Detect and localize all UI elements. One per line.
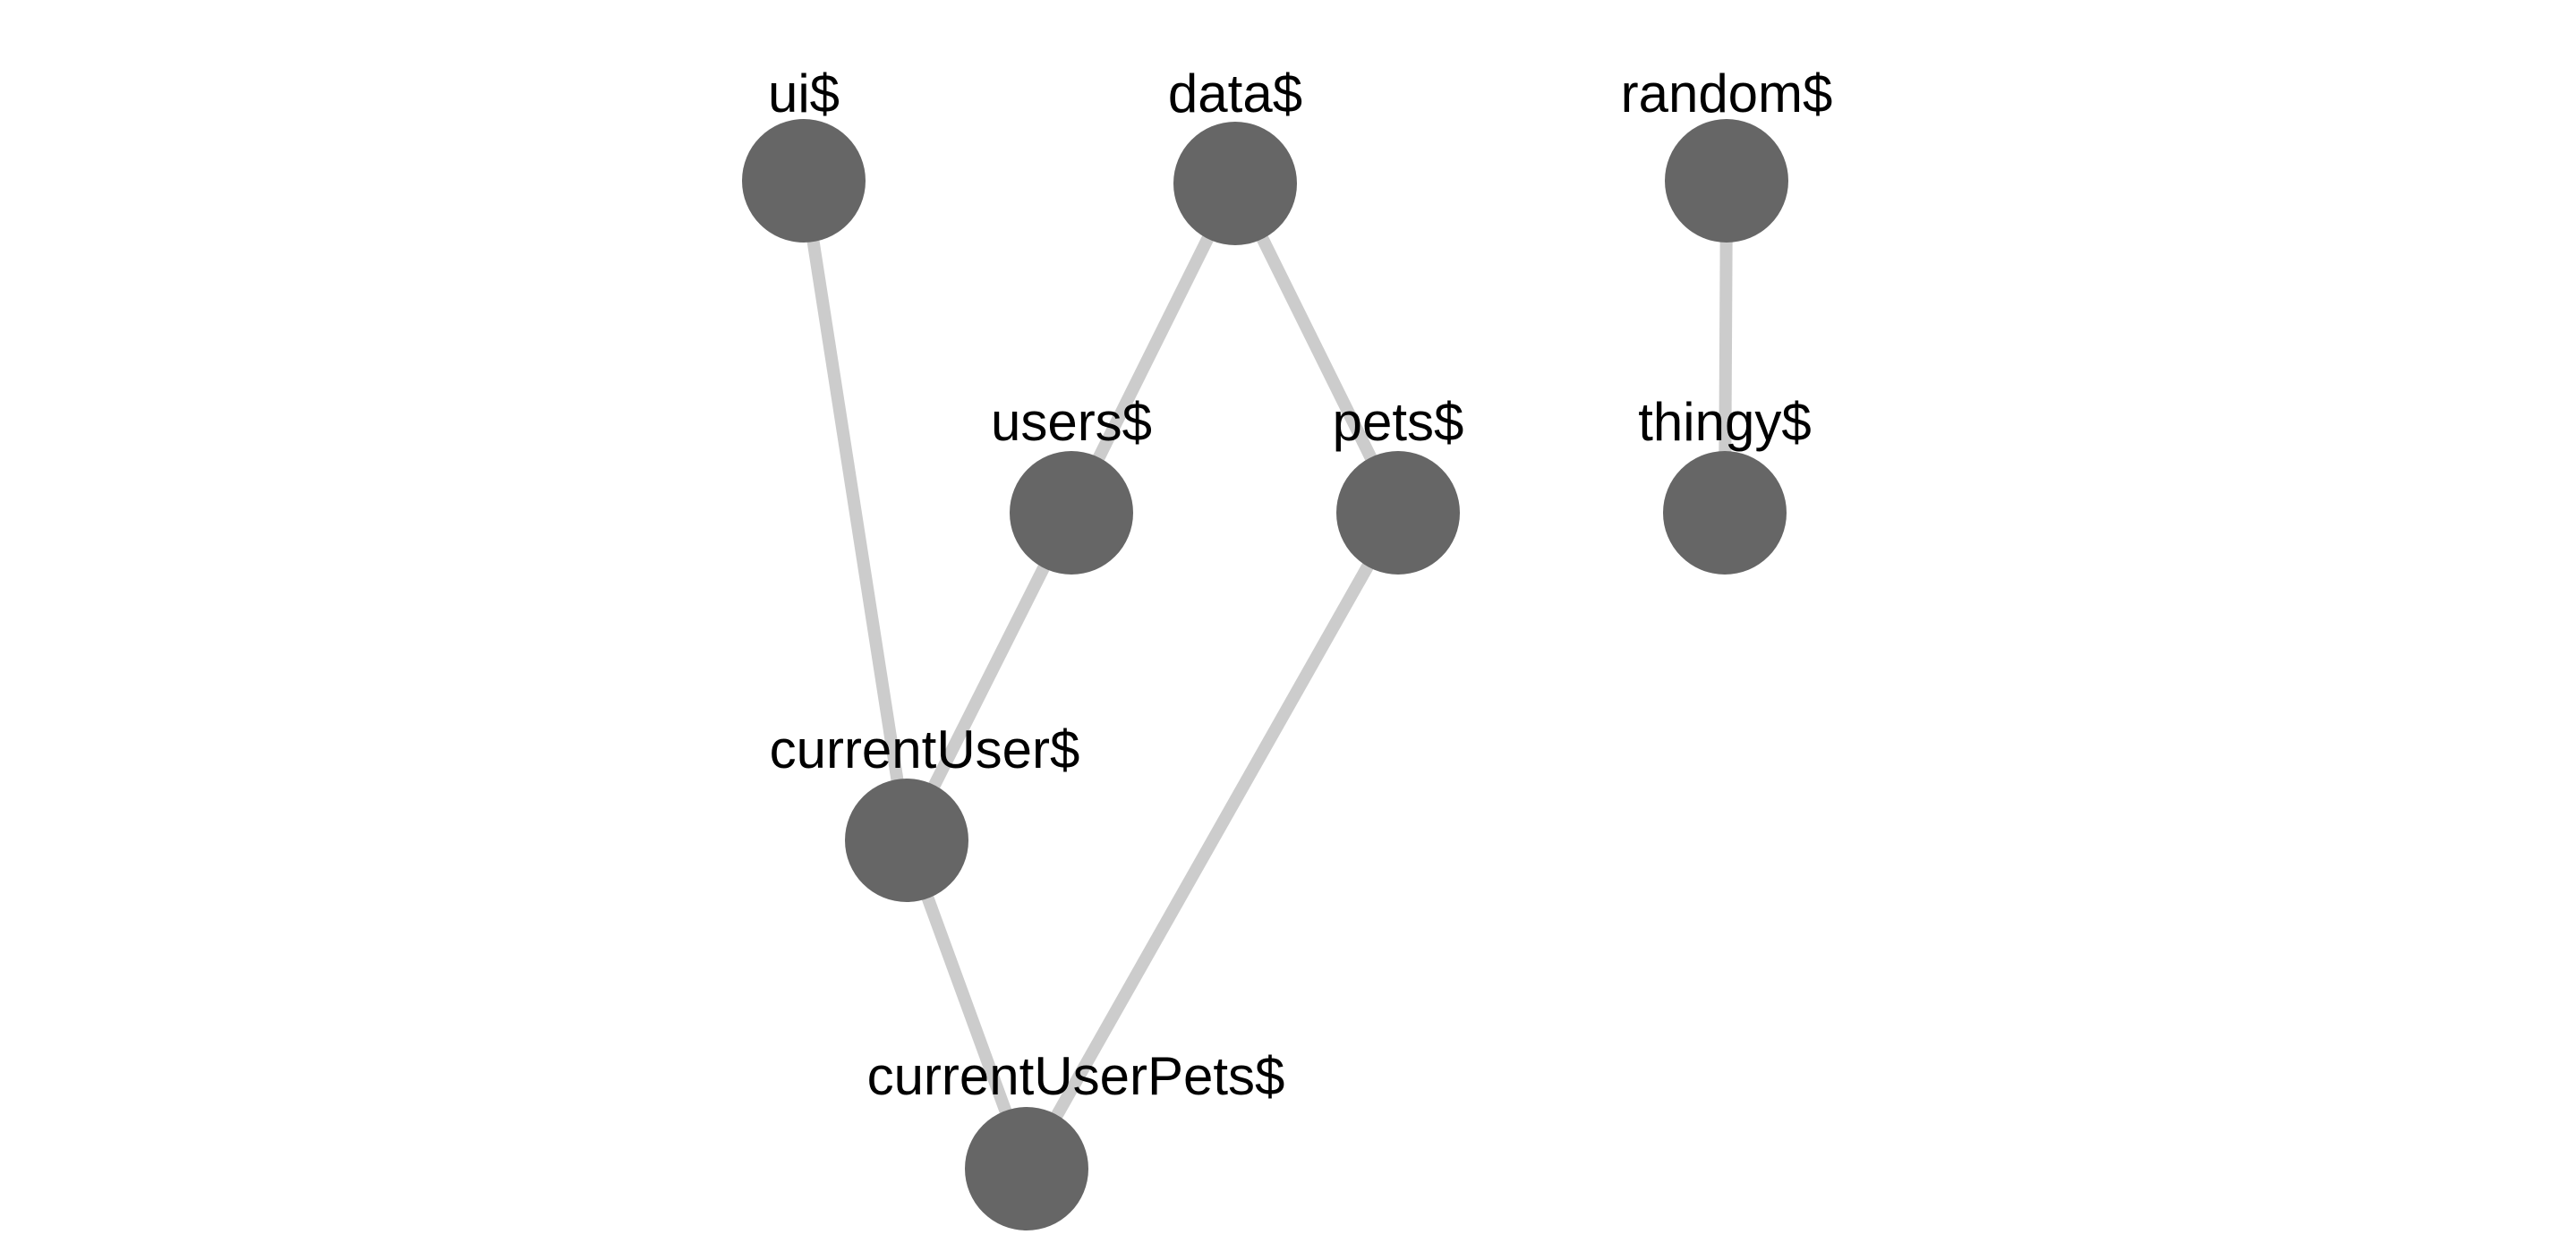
graph-node-currentUserPets[interactable] xyxy=(965,1107,1088,1230)
graph-node-thingy[interactable] xyxy=(1663,451,1787,575)
nodes-layer xyxy=(742,119,1788,1230)
graph-node-label-random: random$ xyxy=(1621,64,1833,123)
graph-node-label-pets: pets$ xyxy=(1333,392,1464,452)
graph-node-random[interactable] xyxy=(1665,119,1788,243)
graph-edge-ui-currentUser[interactable] xyxy=(798,179,913,842)
graph-node-pets[interactable] xyxy=(1336,451,1460,575)
labels-layer: ui$ data$ random$ users$ pets$ thingy$ current… xyxy=(768,64,1832,1106)
graph-node-label-data: data$ xyxy=(1168,64,1302,123)
graph-node-users[interactable] xyxy=(1010,451,1133,575)
graph-edge-pets-currentUserPets[interactable] xyxy=(1020,509,1404,1172)
graph-node-label-currentUserPets: currentUserPets$ xyxy=(867,1046,1285,1106)
graph-node-currentUser[interactable] xyxy=(845,779,968,902)
graph-node-data[interactable] xyxy=(1173,122,1297,245)
graph-node-ui[interactable] xyxy=(742,119,866,243)
graph-node-label-users: users$ xyxy=(991,392,1152,452)
graph-node-label-currentUser: currentUser$ xyxy=(770,719,1080,779)
graph-node-label-ui: ui$ xyxy=(768,64,840,123)
graph-node-label-thingy: thingy$ xyxy=(1638,392,1811,452)
edges-layer xyxy=(798,179,1733,1172)
